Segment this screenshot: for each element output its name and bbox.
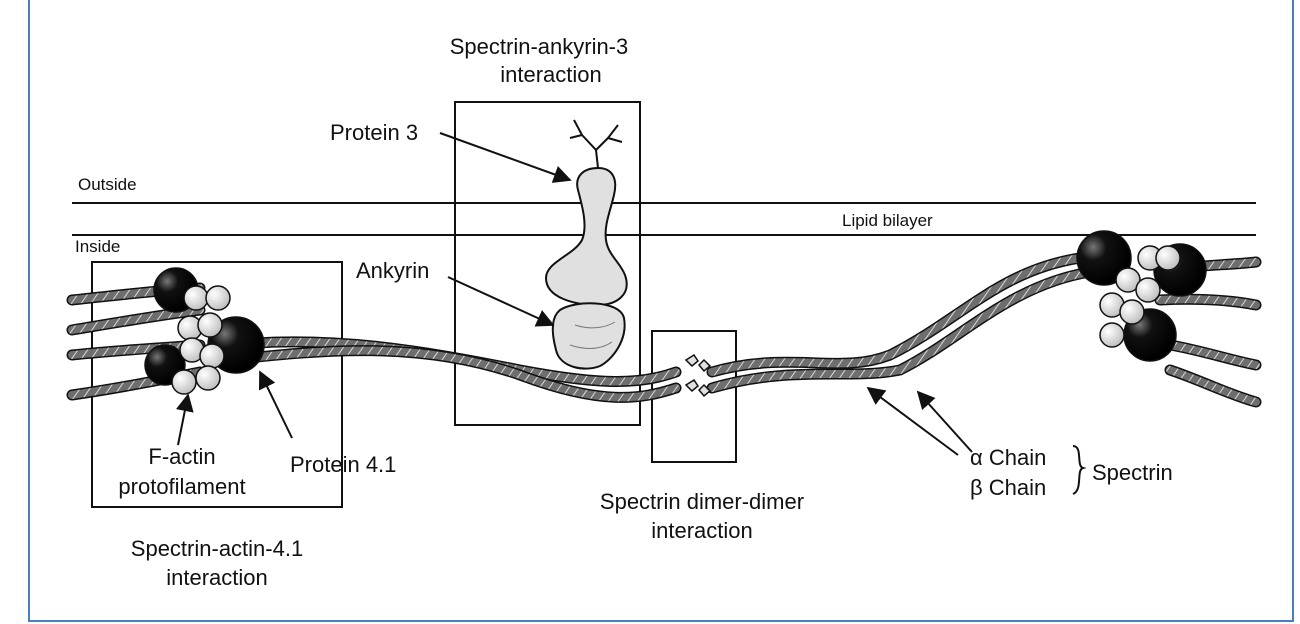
arrow-protein3 <box>439 132 572 183</box>
annotation-arrows <box>175 132 973 456</box>
figure-frame <box>28 0 1294 622</box>
label-lipid-bilayer: Lipid bilayer <box>842 211 933 230</box>
arrow-ankyrin <box>447 276 555 327</box>
spectrin-main-strands <box>224 252 1096 403</box>
label-dimer-1: Spectrin dimer-dimer <box>600 489 804 514</box>
junctional-complex-left <box>144 267 265 395</box>
arrow-protein41 <box>258 370 293 439</box>
label-dimer-2: interaction <box>651 518 753 543</box>
label-spectrin-actin-1: Spectrin-actin-4.1 <box>131 536 303 561</box>
spectrin-ankyrin-box <box>454 101 641 426</box>
arrow-beta-chain <box>916 390 973 453</box>
label-spectrin-ankyrin-1: Spectrin-ankyrin-3 <box>450 34 629 59</box>
label-protein41: Protein 4.1 <box>290 452 396 477</box>
label-spectrin-actin-2: interaction <box>166 565 268 590</box>
label-protein3: Protein 3 <box>330 120 418 145</box>
spectrin-brace <box>1072 445 1087 495</box>
arrow-alpha-chain <box>866 386 959 456</box>
label-factin-2: protofilament <box>118 474 245 499</box>
dimer-junction <box>684 353 712 398</box>
protein-3-shape <box>544 119 628 307</box>
label-ankyrin: Ankyrin <box>356 258 429 283</box>
label-beta-chain: β Chain <box>970 475 1046 500</box>
arrow-factin <box>175 393 194 446</box>
spectrin-actin-box <box>91 261 343 508</box>
label-factin-1: F-actin <box>148 444 215 469</box>
label-spectrin: Spectrin <box>1092 460 1173 485</box>
label-alpha-chain: α Chain <box>970 445 1046 470</box>
label-outside: Outside <box>78 175 137 194</box>
ankyrin-shape <box>551 302 626 370</box>
label-inside: Inside <box>75 237 120 256</box>
junctional-complex-right <box>1076 230 1207 362</box>
label-spectrin-ankyrin-2: interaction <box>500 62 602 87</box>
